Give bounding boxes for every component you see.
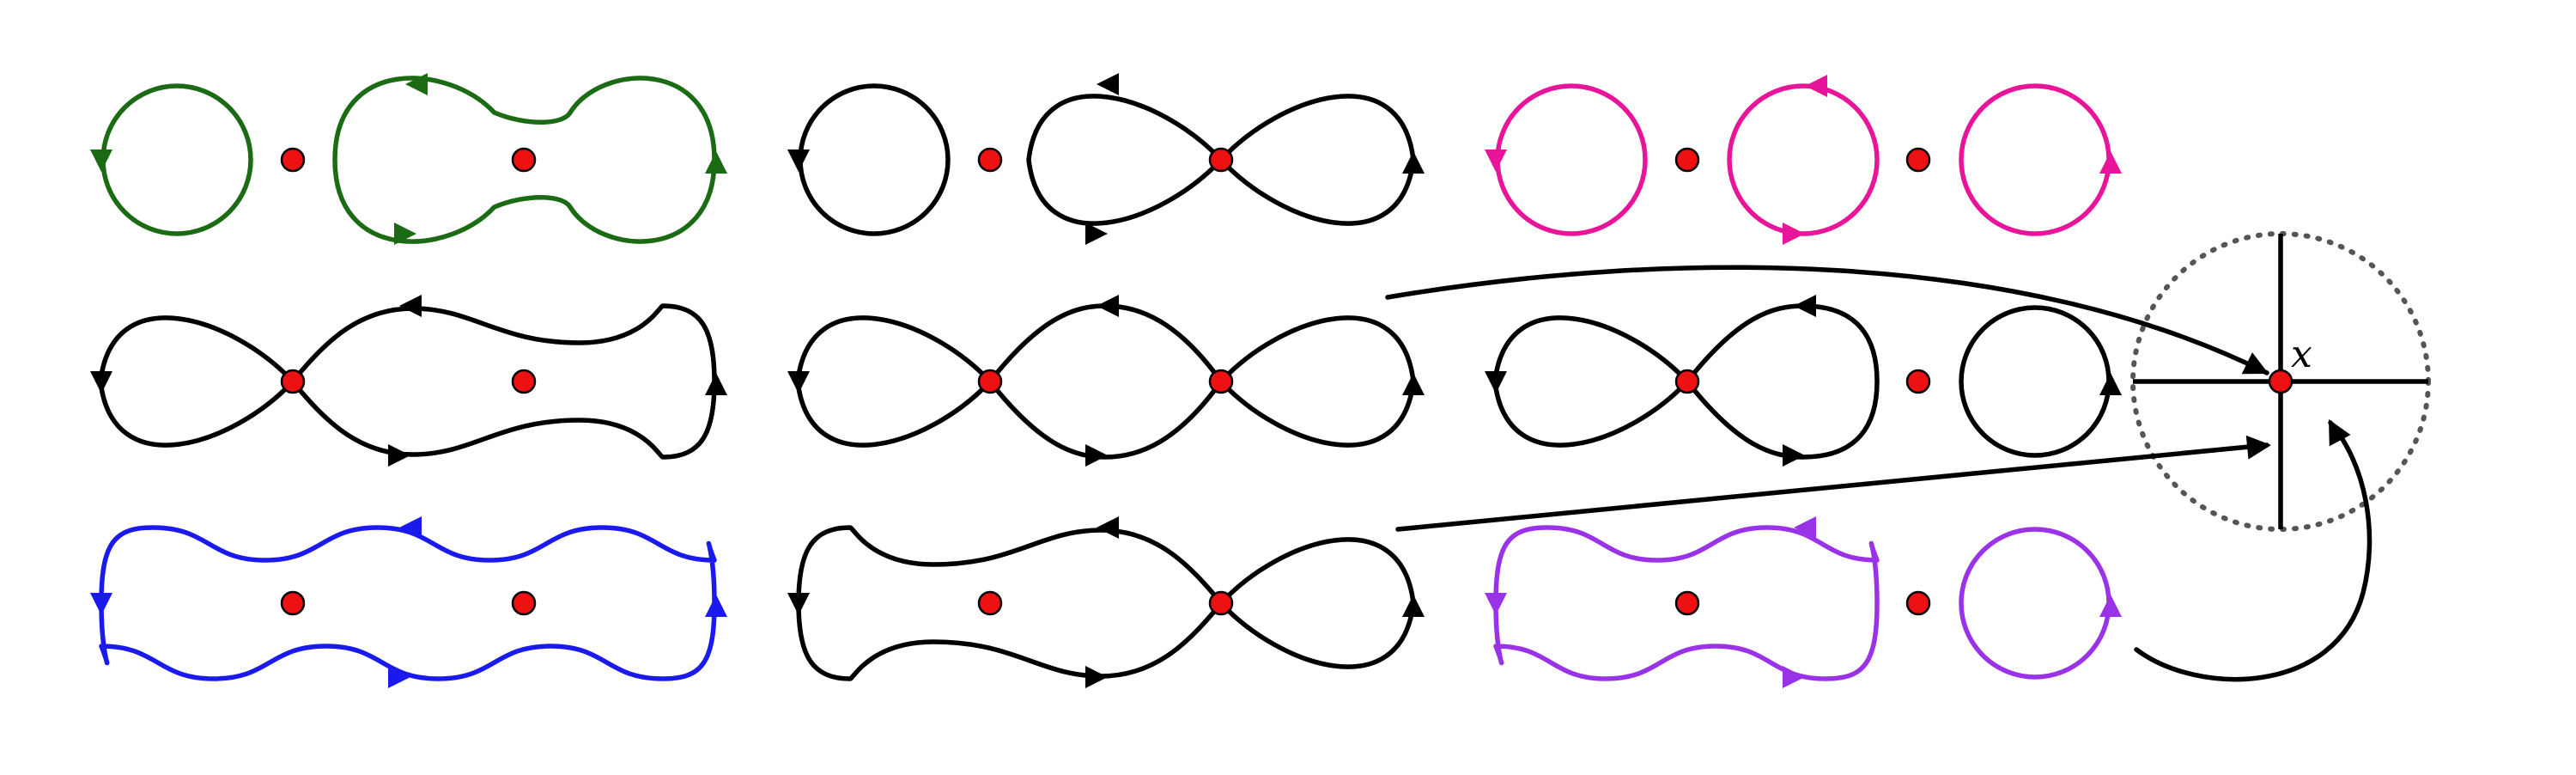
direction-arrow-up (1402, 595, 1425, 617)
marked-point (511, 369, 537, 394)
marked-point (1674, 590, 1700, 616)
magenta-circle-left (1495, 83, 1648, 236)
direction-arrow-down (787, 150, 810, 172)
marked-point (977, 590, 1003, 616)
direction-arrow-down (1485, 593, 1507, 615)
direction-arrow-right (1783, 223, 1805, 245)
direction-arrow-left (1097, 516, 1119, 539)
marked-point (280, 590, 306, 616)
figure-eight-right-lobe (1685, 303, 1880, 460)
direction-arrow-left (1794, 295, 1816, 317)
direction-arrow-left (1097, 295, 1119, 317)
pointer-arrowhead (2245, 435, 2271, 460)
direction-arrow-up (1402, 373, 1425, 395)
blue-double-peanut-loop (99, 525, 717, 681)
marked-point (977, 147, 1003, 173)
direction-arrow-up (1402, 151, 1425, 174)
marked-point (280, 369, 306, 394)
direction-arrow-left (399, 295, 422, 317)
direction-arrow-up (705, 373, 727, 395)
panel-r2-c3 (1485, 295, 2122, 467)
magenta-circle-right (1959, 83, 2111, 236)
right-lobe (1218, 315, 1416, 448)
direction-arrow-right (1085, 666, 1108, 688)
direction-arrow-right (388, 666, 410, 688)
marked-point (280, 147, 306, 173)
direction-arrow-up (2099, 151, 2122, 174)
direction-arrow-down (787, 593, 810, 615)
direction-arrow-down (90, 593, 112, 615)
peanut-left-lobe (796, 525, 1224, 681)
panel-r3-c3 (1485, 516, 2122, 688)
marked-point (977, 369, 1003, 394)
direction-arrow-right (1085, 444, 1108, 467)
pointer-arrowhead (2241, 352, 2269, 375)
panel-r1-c3 (1485, 75, 2122, 245)
figure-eight-left-lobe (1026, 94, 1224, 226)
marked-point (1674, 147, 1700, 173)
direction-arrow-left (399, 516, 422, 539)
marked-point (1905, 147, 1931, 173)
direction-arrow-down (787, 371, 810, 394)
green-circle-loop (100, 83, 253, 236)
direction-arrow-up (705, 595, 727, 617)
marked-point (511, 147, 537, 173)
direction-arrow-down (90, 371, 112, 394)
figure-eight-left-lobe (98, 315, 295, 448)
crossing-point-label: x (2291, 333, 2312, 376)
purple-peanut-loop (1493, 525, 1880, 681)
pointer-arrow-upper (1385, 265, 2269, 375)
panel-r2-c1 (90, 295, 727, 467)
pointer-arrowhead (2329, 419, 2351, 447)
direction-arrow-left (405, 73, 428, 95)
direction-arrow-left (1097, 73, 1119, 95)
direction-arrow-left (1805, 75, 1827, 97)
panel-r1-c2 (787, 73, 1425, 245)
direction-arrow-up (2099, 373, 2122, 395)
direction-arrow-left (1794, 516, 1816, 539)
panel-r2-c2 (787, 295, 1425, 467)
marked-point (1905, 369, 1931, 394)
peanut-right-lobe (290, 303, 717, 460)
marked-point (2268, 369, 2293, 394)
middle-lobe (987, 303, 1224, 460)
direction-arrow-down (90, 150, 112, 172)
circle-loop (798, 83, 951, 236)
purple-circle-loop (1959, 527, 2111, 680)
circle-loop (1959, 305, 2111, 458)
direction-arrow-right (1085, 223, 1108, 245)
direction-arrow-right (388, 444, 410, 467)
panel-r1-c1 (90, 73, 727, 245)
pointer-arrow-lower (2134, 420, 2372, 682)
direction-arrow-up (2099, 595, 2122, 617)
direction-arrow-down (1485, 371, 1507, 394)
figure-eight-left-lobe (1492, 315, 1690, 448)
left-lobe (795, 315, 993, 448)
direction-arrow-right (1783, 666, 1805, 688)
panel-r3-c2 (787, 516, 1425, 688)
direction-arrow-right (1783, 444, 1805, 467)
diagram-panels (90, 73, 2122, 688)
marked-point (1905, 590, 1931, 616)
marked-point (1208, 369, 1234, 394)
direction-arrow-down (1485, 150, 1507, 172)
pointer-arrow-middle (1395, 442, 2269, 532)
marked-point (511, 590, 537, 616)
magenta-circle-middle (1727, 83, 1880, 236)
marked-point (1208, 147, 1234, 173)
marked-point (1674, 369, 1700, 394)
panel-r3-c1 (90, 516, 727, 688)
direction-arrow-up (705, 151, 727, 174)
zoom-inset: x (1385, 231, 2431, 682)
direction-arrow-right (394, 223, 416, 245)
figure-eight-right-lobe (1218, 94, 1416, 226)
marked-point (1208, 590, 1234, 616)
figure-eight-right-lobe (1218, 537, 1416, 669)
